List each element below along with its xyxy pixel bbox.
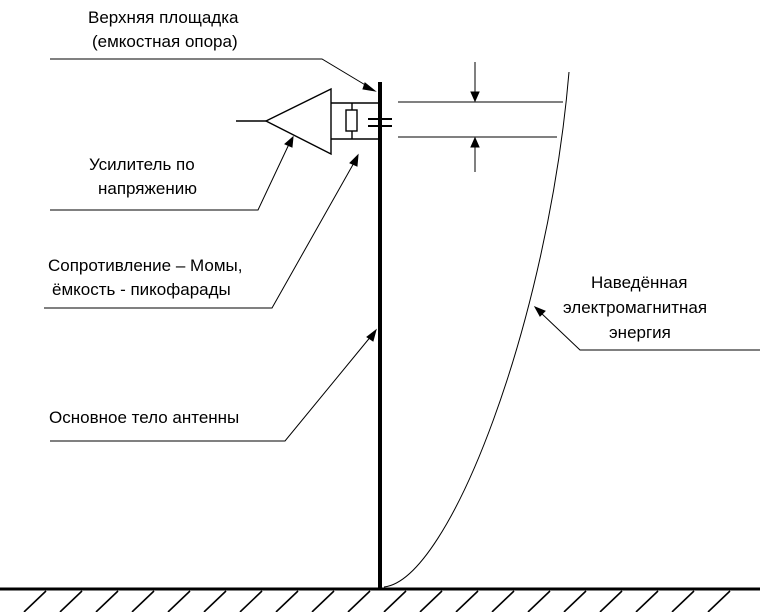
ground-hatch-mark bbox=[599, 590, 623, 612]
amplifier-symbol bbox=[236, 87, 332, 156]
ground bbox=[0, 587, 760, 612]
label-resistance-1: Сопротивление – Момы, bbox=[48, 256, 242, 275]
em-energy-curve bbox=[383, 71, 570, 588]
ground-hatch-mark bbox=[383, 590, 407, 612]
capacitor-symbol bbox=[368, 118, 392, 127]
height-reference bbox=[398, 62, 563, 172]
label-energy-1: Наведённая bbox=[591, 273, 687, 292]
ground-hatch-mark bbox=[527, 590, 551, 612]
label-energy-2: электромагнитная bbox=[563, 298, 707, 317]
ground-hatch-mark bbox=[59, 590, 83, 612]
ground-hatch-mark bbox=[203, 590, 227, 612]
ground-hatch-mark bbox=[563, 590, 587, 612]
ground-hatch-mark bbox=[311, 590, 335, 612]
ground-hatch-mark bbox=[131, 590, 155, 612]
label-amplifier-1: Усилитель по bbox=[89, 155, 195, 174]
ground-hatch-mark bbox=[95, 590, 119, 612]
ground-hatch-mark bbox=[635, 590, 659, 612]
resistor-symbol bbox=[345, 109, 358, 132]
label-resistance-2: ёмкость - пикофарады bbox=[52, 280, 231, 299]
ground-hatch-mark bbox=[167, 590, 191, 612]
label-top-plate-2: (емкостная опора) bbox=[92, 32, 238, 51]
label-amplifier-2: напряжению bbox=[98, 179, 197, 198]
ground-hatch-mark bbox=[707, 590, 731, 612]
leader-lines bbox=[44, 58, 760, 442]
resistor-network bbox=[331, 102, 380, 140]
ground-hatch-mark bbox=[671, 590, 695, 612]
ground-hatch-mark bbox=[347, 590, 371, 612]
ground-hatch-mark bbox=[455, 590, 479, 612]
ground-hatch-mark bbox=[239, 590, 263, 612]
ground-hatch-mark bbox=[419, 590, 443, 612]
ground-hatching bbox=[23, 590, 731, 612]
label-antenna-body: Основное тело антенны bbox=[49, 408, 239, 427]
label-energy-3: энергия bbox=[609, 323, 671, 342]
ground-hatch-mark bbox=[491, 590, 515, 612]
ground-hatch-mark bbox=[275, 590, 299, 612]
label-top-plate-1: Верхняя площадка bbox=[88, 8, 239, 27]
ground-hatch-mark bbox=[23, 590, 47, 612]
